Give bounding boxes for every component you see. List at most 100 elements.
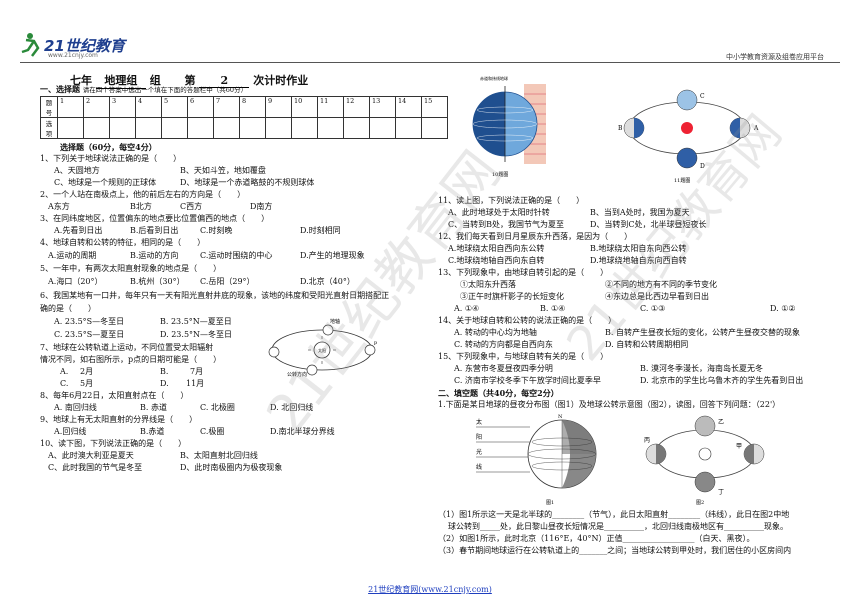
option: C. 济南市学校冬季下午放学时间比夏季早 [454,376,601,385]
answer-cell[interactable] [83,117,110,139]
question-stem: 13、下列现象中，由地球自转引起的是（ ） [438,268,609,277]
answer-number: 13 [369,96,396,118]
platform-name: 中小学教育资源及组卷应用平台 [726,53,824,61]
fig10-earth-diagram: 赤道和纬线地球 10题图 [472,75,546,178]
option: D、此时南极圈内为极夜现象 [180,463,283,472]
option: 7月 [190,367,204,376]
answer-cell[interactable] [395,117,422,139]
option: A. [60,367,69,376]
option: B北方 [130,202,152,211]
answer-number: 15 [421,96,448,118]
question-stem: 4、地球自转和公转的特征，相同的是（ ） [40,238,206,247]
fig2-label: 甲 [736,443,742,450]
answer-cell[interactable] [187,117,214,139]
fig1-label: 光 [476,448,482,456]
fill-question-3: （3）春节期间地球运行在公转轨道上的_______之间；当地球公转到甲处时，我们… [438,546,792,555]
answer-cell[interactable] [109,117,136,139]
question-stem: 15、下列现象中，与地球自转有关的是（ ） [438,352,609,361]
question-stem: 10、读下图，下列说法正确的是（ ） [40,439,187,448]
option: B、天如斗笠，地如覆盘 [180,166,266,175]
title-grade: 七年 [70,74,92,87]
answer-table: 题号 1 2 3 4 5 6 7 8 9 10 11 12 13 14 15 选… [40,96,448,139]
answer-number: 11 [317,96,344,118]
fig11-orbit-diagram: B A C D 11题图 [618,89,759,184]
answer-cell[interactable] [317,117,344,139]
answer-cell[interactable] [239,117,266,139]
option: B.地球绕太阳自东向西公转 [590,244,687,253]
option: A. ①④ [454,304,480,313]
option: B、太阳直射北回归线 [180,451,258,460]
fig1-label: 阳 [476,433,482,441]
answer-cell[interactable] [161,117,188,139]
section1-sub: 选择题（60分，每空4分） [60,142,157,152]
answer-cell[interactable] [291,117,318,139]
title-num: 2 [199,74,250,88]
fill-question-2: （2）如图1所示，此时北京（116°E，40°N）正值_____________… [438,534,755,543]
answer-cell[interactable] [369,117,396,139]
question-stem: 1、下列关于地球说法正确的是（ ） [40,154,182,163]
option: C.极圈 [200,427,225,436]
section1-note: 请在四个答案中选出一个填在下面的答题栏中（共60分） [82,86,248,94]
question-stem: 12、我们每天看到日月星辰东升西落，是因为（ ） [438,232,633,241]
q7-sun-label: 太阳 [318,347,326,353]
question-stem: 3、在同纬度地区，位置偏东的地点要比位置偏西的地点（ ） [40,214,270,223]
option: C. [60,379,69,388]
option: D、地球是一个赤道略鼓的不规则球体 [180,178,315,187]
option: B. 赤道 [140,403,167,412]
option: A. 南回归线 [54,403,97,412]
answer-number: 5 [161,96,188,118]
fig1-label: 太 [476,418,482,426]
option: A. 23.5°S—冬至日 [54,317,125,326]
answer-cell[interactable] [265,117,292,139]
title-group: 组 [149,74,161,87]
fig1-north-label: N [558,414,563,420]
option: 2月 [80,367,94,376]
option: C. 转动的方向都是自西向东 [454,340,553,349]
logo-runner-icon [21,33,40,57]
page-title: 七年 地理组 组 第 2 次计时作业 [70,72,308,89]
option: C. 23.5°S—夏至日 [54,330,125,339]
answer-cell[interactable] [135,117,162,139]
option: ②不同的地方有不同的季节变化 [605,280,717,289]
option: A.地球绕太阳自西向东公转 [448,244,545,253]
option: D. 自转和公转周期相同 [605,340,689,349]
q7-p-label: p [374,340,377,346]
option: D.地球绕地轴自东向西自转 [590,256,687,265]
answer-cell[interactable] [343,117,370,139]
answer-cell[interactable] [57,117,84,139]
option: A. 东营市冬夏昼夜四季分明 [454,364,553,373]
fig2-label: 丙 [644,437,650,444]
option: C.时刻晚 [200,226,233,235]
footer-link[interactable]: 21世纪教育网(www.21cnjy.com) [368,585,492,594]
fig11-label-d: D [700,163,705,170]
answer-cell[interactable] [213,117,240,139]
answer-cell[interactable] [421,117,448,139]
question-stem: 6、我国某地有一口井，每年只有一天有阳光直射井底的现象，该地的纬度和受阳光直射日… [40,291,390,300]
option: D. 北回归线 [270,403,314,412]
fill-question-1b: 球公转到_____处，此日黎山昼夜长短情况是__________，北回归线南极地… [448,522,788,531]
q7-axis-label: 地轴 [330,318,340,325]
option: A、此时澳大利亚是夏天 [48,451,134,460]
answer-number: 2 [83,96,110,118]
fig2-label: 乙 [718,419,724,426]
option: D南方 [250,202,273,211]
section2-intro: 1.下面是某日地球的昼夜分布图（图1）及地球公转示意图（图2），读图，回答下列问… [438,400,781,409]
option: C、地球是一个规则的正球体 [54,178,157,187]
answer-number: 7 [213,96,240,118]
option: ③正午时旗杆影子的长短变化 [460,292,564,301]
logo-text: 21世纪教育 [44,37,125,55]
option: B.后看到日出 [130,226,179,235]
option: B.运动的方向 [130,251,179,260]
option: D.南北半球分界线 [270,427,335,436]
answer-number: 8 [239,96,266,118]
answer-number: 6 [187,96,214,118]
question-stem: 7、地球在公转轨道上运动，不同位置受太阳辐射 [40,343,214,352]
fig11-label-c: C [700,93,705,100]
option: A.回归线 [54,427,87,436]
question-stem: 11、读上图，下列说法正确的是（ ） [438,196,585,205]
fig10-title: 赤道和纬线地球 [480,75,508,81]
section1-label: 一、选择题 请在四个答案中选出一个填在下面的答题栏中（共60分） [40,84,248,94]
title-suffix: 次计时作业 [253,74,309,87]
header-divider [20,62,840,63]
answer-number: 12 [343,96,370,118]
